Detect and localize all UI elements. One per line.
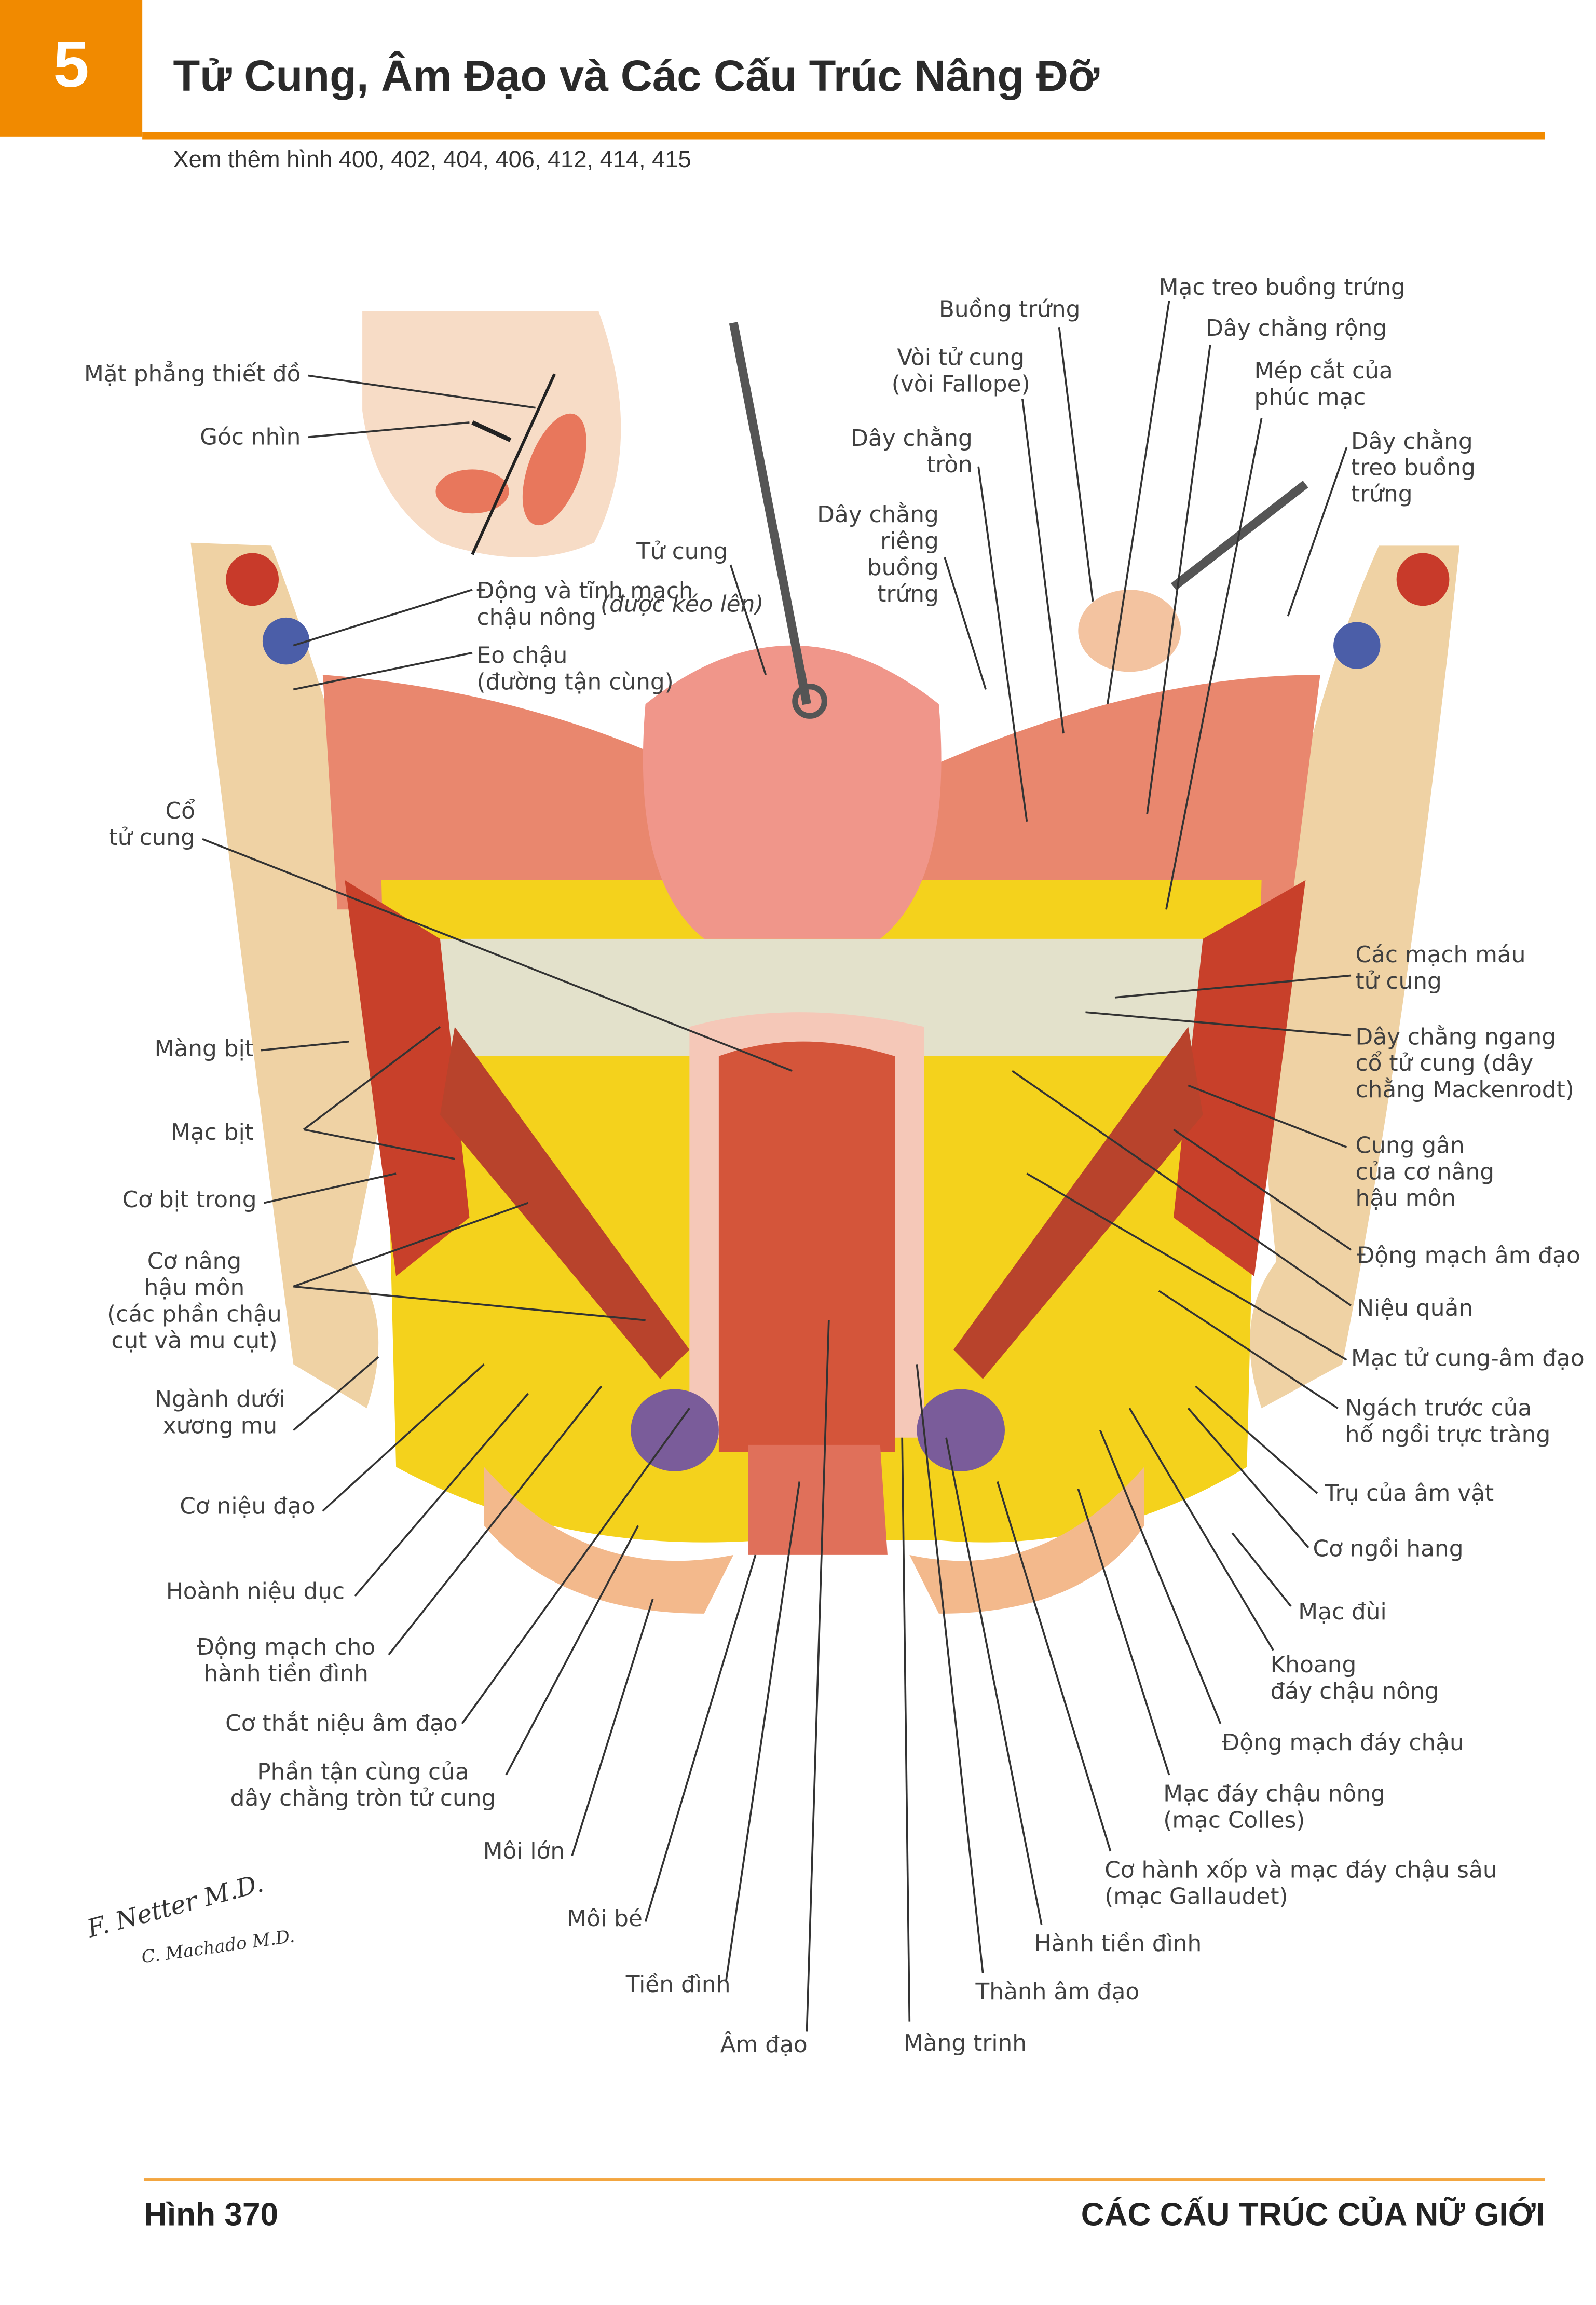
label-clitoral-crus: Trụ của âm vật bbox=[1325, 1480, 1494, 1507]
label-broad-ligament: Dây chằng rộng bbox=[1206, 315, 1387, 342]
label-cervix: Cổ tử cung bbox=[108, 798, 195, 851]
label-ureter: Niệu quản bbox=[1357, 1295, 1474, 1322]
label-peritoneum-edge: Mép cắt của phúc mạc bbox=[1254, 358, 1393, 411]
label-vaginal-artery: Động mạch âm đạo bbox=[1357, 1242, 1580, 1269]
left-iliac-vein bbox=[262, 617, 310, 665]
chapter-number: 5 bbox=[53, 29, 89, 102]
label-vestibular-bulb: Hành tiền đình bbox=[1034, 1930, 1202, 1957]
footer-rule bbox=[143, 2178, 1545, 2181]
left-levator-ani bbox=[440, 1027, 690, 1379]
left-iliac-artery bbox=[226, 553, 279, 606]
right-obturator-internus bbox=[1174, 880, 1306, 1276]
label-round-ligament: Dây chằng tròn bbox=[851, 425, 973, 479]
forceps-ring bbox=[792, 684, 828, 719]
label-pubic-ramus: Ngành dưới xương mu bbox=[155, 1386, 285, 1439]
label-ischioanal-recess: Ngách trước của hố ngồi trực tràng bbox=[1345, 1395, 1551, 1448]
label-hymen: Màng trinh bbox=[904, 2030, 1027, 2057]
label-uterine-vessels: Các mạch máu tử cung bbox=[1355, 942, 1526, 995]
figure-number: Hình 370 bbox=[143, 2195, 279, 2233]
label-suspensory-ligament: Dây chằng treo buồng trứng bbox=[1351, 428, 1476, 508]
label-vagina: Âm đạo bbox=[720, 2031, 808, 2058]
right-labium bbox=[909, 1467, 1144, 1614]
label-obturator-internus: Cơ bịt trong bbox=[122, 1186, 257, 1213]
inset-uterus bbox=[522, 413, 586, 526]
label-urethral-sphincter: Cơ niệu đạo bbox=[180, 1493, 316, 1520]
label-uterus-name: Tử cung bbox=[636, 538, 728, 565]
label-colles-fascia: Mạc đáy chậu nông (mạc Colles) bbox=[1163, 1781, 1385, 1834]
label-obturator-membrane: Màng bịt bbox=[154, 1035, 254, 1062]
label-round-ligament-end: Phần tận cùng của dây chằng tròn tử cung bbox=[230, 1758, 496, 1812]
label-vestibule: Tiền đình bbox=[625, 1971, 731, 1998]
right-iliac-artery bbox=[1396, 553, 1450, 606]
label-urethrovaginal-sphincter: Cơ thắt niệu âm đạo bbox=[225, 1710, 458, 1737]
right-iliac-vein bbox=[1333, 622, 1381, 669]
label-ovarian-ligament: Dây chằng riêng buồng trứng bbox=[817, 501, 939, 608]
section-title: CÁC CẤU TRÚC CỦA NỮ GIỚI bbox=[1081, 2195, 1545, 2233]
label-pelvic-brim: Eo chậu (đường tận cùng) bbox=[476, 642, 674, 695]
label-plane: Mặt phẳng thiết đồ bbox=[84, 361, 301, 388]
label-mesovarium: Mạc treo buồng trứng bbox=[1158, 274, 1406, 301]
left-obturator-internus bbox=[345, 880, 470, 1276]
see-also: Xem thêm hình 400, 402, 404, 406, 412, 4… bbox=[173, 148, 691, 173]
label-uterine-tube: Vòi tử cung (vòi Fallope) bbox=[891, 345, 1030, 398]
label-labia-minora: Môi bé bbox=[567, 1905, 643, 1932]
label-bulb-artery: Động mạch cho hành tiền đình bbox=[196, 1634, 376, 1687]
header-rule bbox=[142, 132, 1545, 140]
label-tendinous-arch: Cung gân của cơ nâng hậu môn bbox=[1355, 1132, 1495, 1212]
forceps bbox=[729, 322, 811, 705]
label-bulbospongiosus: Cơ hành xốp và mạc đáy chậu sâu (mạc Gal… bbox=[1104, 1857, 1497, 1910]
uterus bbox=[643, 645, 942, 939]
label-ischiocavernosus: Cơ ngồi hang bbox=[1313, 1536, 1464, 1563]
label-uterus-note: (được kéo lên) bbox=[600, 591, 764, 618]
label-iliac-vessels: Động và tĩnh mạch chậu nông bbox=[476, 578, 693, 631]
right-pelvic-bone bbox=[1250, 545, 1460, 1409]
label-cardinal-ligament: Dây chằng ngang cổ tử cung (dây chằng Ma… bbox=[1355, 1024, 1574, 1103]
label-vaginal-wall: Thành âm đạo bbox=[975, 1979, 1140, 2006]
vagina bbox=[718, 1041, 895, 1453]
label-levator-ani: Cơ nâng hậu môn (các phần chậu cụt và mu… bbox=[107, 1248, 282, 1354]
page-title: Tử Cung, Âm Đạo và Các Cấu Trúc Nâng Đỡ bbox=[173, 52, 1100, 102]
left-vestibular-bulb bbox=[631, 1389, 719, 1471]
right-vestibular-bulb bbox=[917, 1389, 1005, 1471]
label-ovary: Buồng trứng bbox=[938, 296, 1081, 323]
label-superficial-perineal-space: Khoang đáy chậu nông bbox=[1270, 1652, 1439, 1705]
label-urogenital-diaphragm: Hoành niệu dục bbox=[166, 1578, 345, 1605]
label-uterus: Tử cung (được kéo lên) bbox=[587, 512, 777, 618]
label-obturator-fascia: Mạc bịt bbox=[171, 1119, 254, 1146]
label-perineal-artery: Động mạch đáy chậu bbox=[1222, 1729, 1464, 1756]
label-labia-majora: Môi lớn bbox=[483, 1838, 565, 1865]
view-arrow-icon bbox=[471, 420, 512, 442]
inset-bladder bbox=[435, 469, 509, 514]
cardinal-ligament bbox=[411, 938, 1233, 1056]
label-uterovaginal-fascia: Mạc tử cung-âm đạo bbox=[1351, 1345, 1585, 1372]
left-labium bbox=[484, 1467, 734, 1614]
label-view-angle: Góc nhìn bbox=[200, 424, 301, 451]
label-fascia-lata: Mạc đùi bbox=[1298, 1599, 1387, 1626]
inset-plane-line bbox=[471, 373, 556, 555]
chapter-badge bbox=[0, 0, 143, 137]
ovary bbox=[1078, 590, 1181, 672]
vestibule bbox=[748, 1444, 888, 1555]
leader-lines bbox=[202, 301, 1352, 2032]
